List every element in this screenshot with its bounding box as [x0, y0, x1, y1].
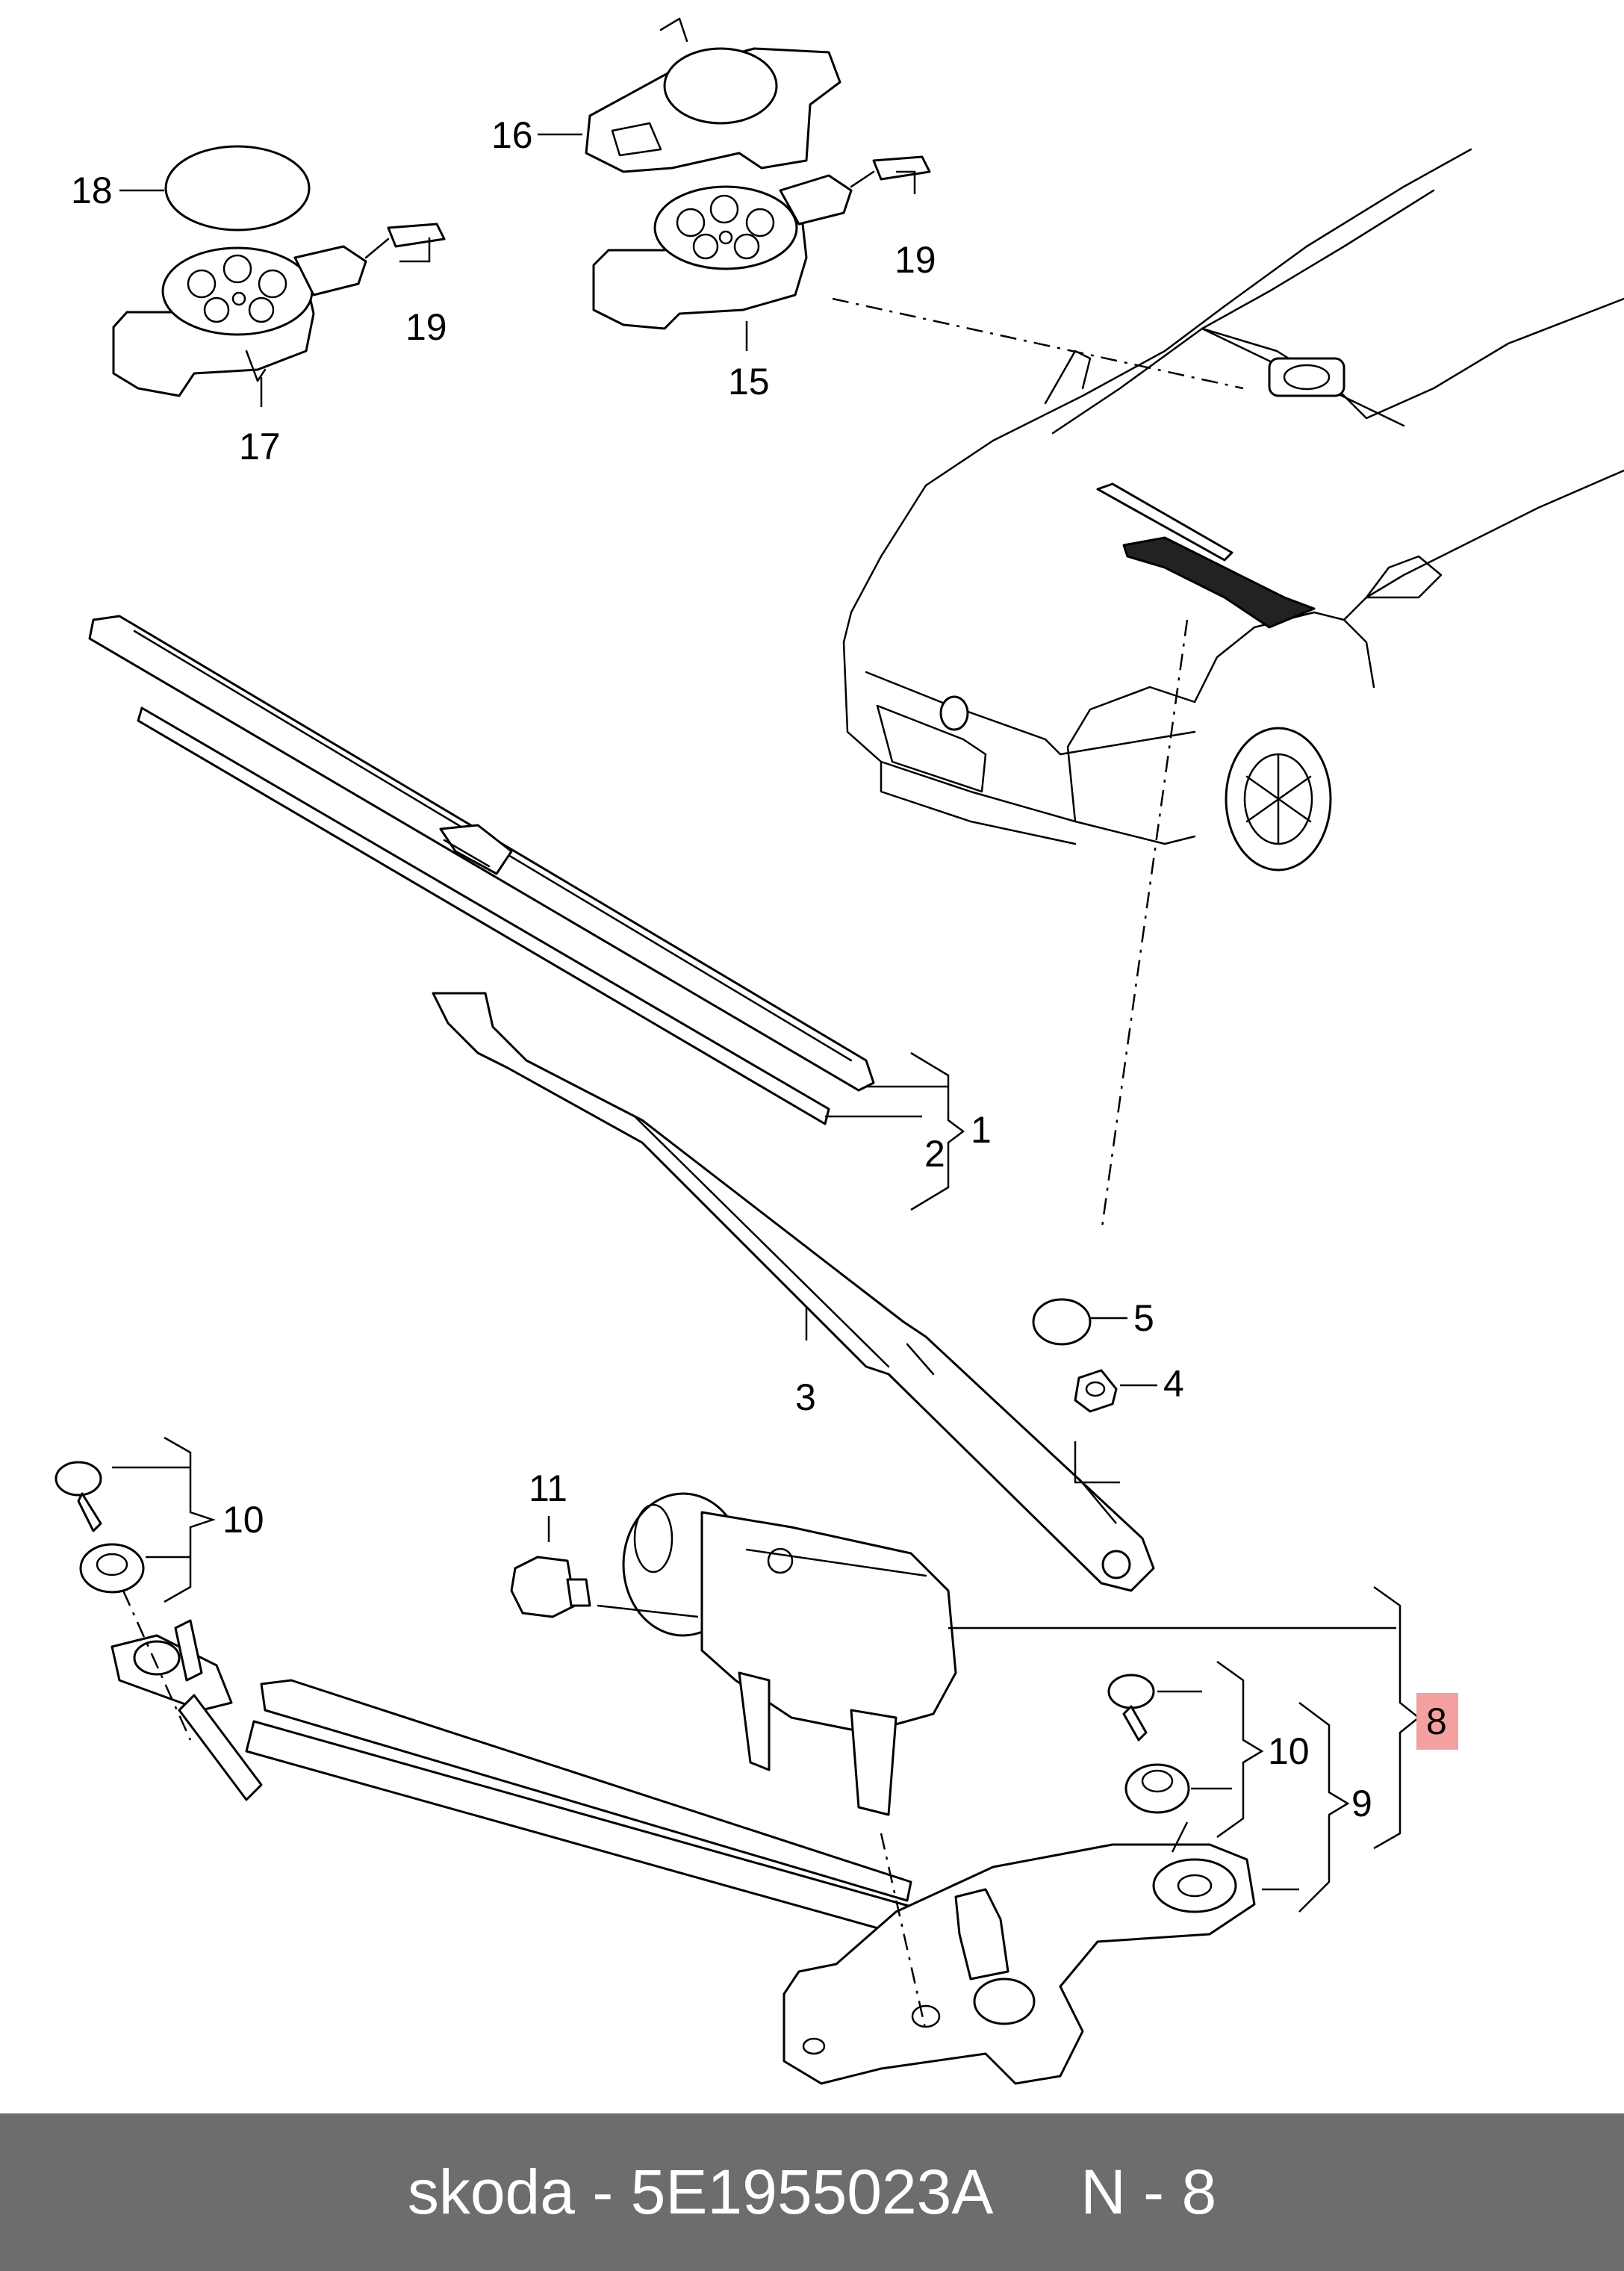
callout-15: 15 [728, 361, 770, 403]
brackets [164, 1051, 1421, 1913]
callouts: 16 18 19 19 15 17 1 2 3 5 4 11 10 10 9 8 [71, 114, 1458, 1824]
part-1-wiper-blade [88, 615, 875, 1092]
part-8-wiper-linkage-motor [111, 1492, 1256, 2085]
footer-bar: skoda - 5E1955023A N - 8 [0, 2113, 1624, 2271]
part-10-bolt-grommet-right [1107, 1674, 1190, 1814]
part-17-rain-sensor [112, 223, 446, 397]
footer-page: N - 8 [1080, 2157, 1217, 2227]
callout-17: 17 [239, 426, 281, 467]
callout-8: 8 [1426, 1700, 1447, 1742]
callout-10-right: 10 [1268, 1730, 1310, 1772]
part-3-wiper-arm [432, 992, 1155, 1592]
callout-19-left: 19 [405, 306, 447, 348]
part-16-sensor-cover [585, 17, 841, 173]
callout-10-left: 10 [223, 1499, 264, 1541]
part-10-bolt-grommet-left [55, 1461, 145, 1594]
callout-4: 4 [1163, 1363, 1184, 1405]
part-5-cap [1032, 1298, 1092, 1346]
footer-part-number: 5E1955023A [630, 2157, 994, 2227]
part-18-seal-ring [164, 145, 311, 232]
callout-9: 9 [1351, 1783, 1372, 1824]
callout-11: 11 [529, 1467, 567, 1509]
part-2-wiper-rubber [137, 706, 830, 1125]
part-11-connector [510, 1556, 591, 1618]
callout-18: 18 [71, 170, 113, 211]
parts-diagram: 16 18 19 19 15 17 1 2 3 5 4 11 10 10 9 8 [55, 17, 1624, 2085]
footer-gap [993, 2156, 1080, 2228]
callout-19-right: 19 [895, 239, 936, 281]
car-illustration [842, 148, 1624, 872]
callout-16: 16 [491, 114, 533, 156]
callout-2: 2 [924, 1133, 945, 1175]
callout-5: 5 [1133, 1297, 1154, 1339]
part-4-nut [1074, 1369, 1118, 1413]
footer-brand: skoda [407, 2157, 575, 2227]
callout-3: 3 [795, 1376, 816, 1418]
callout-8-highlight [1416, 1693, 1458, 1750]
callout-1: 1 [971, 1109, 992, 1151]
part-15-rain-sensor [592, 155, 931, 330]
footer-separator: - [574, 2157, 631, 2227]
leader-lines [112, 133, 1396, 2032]
